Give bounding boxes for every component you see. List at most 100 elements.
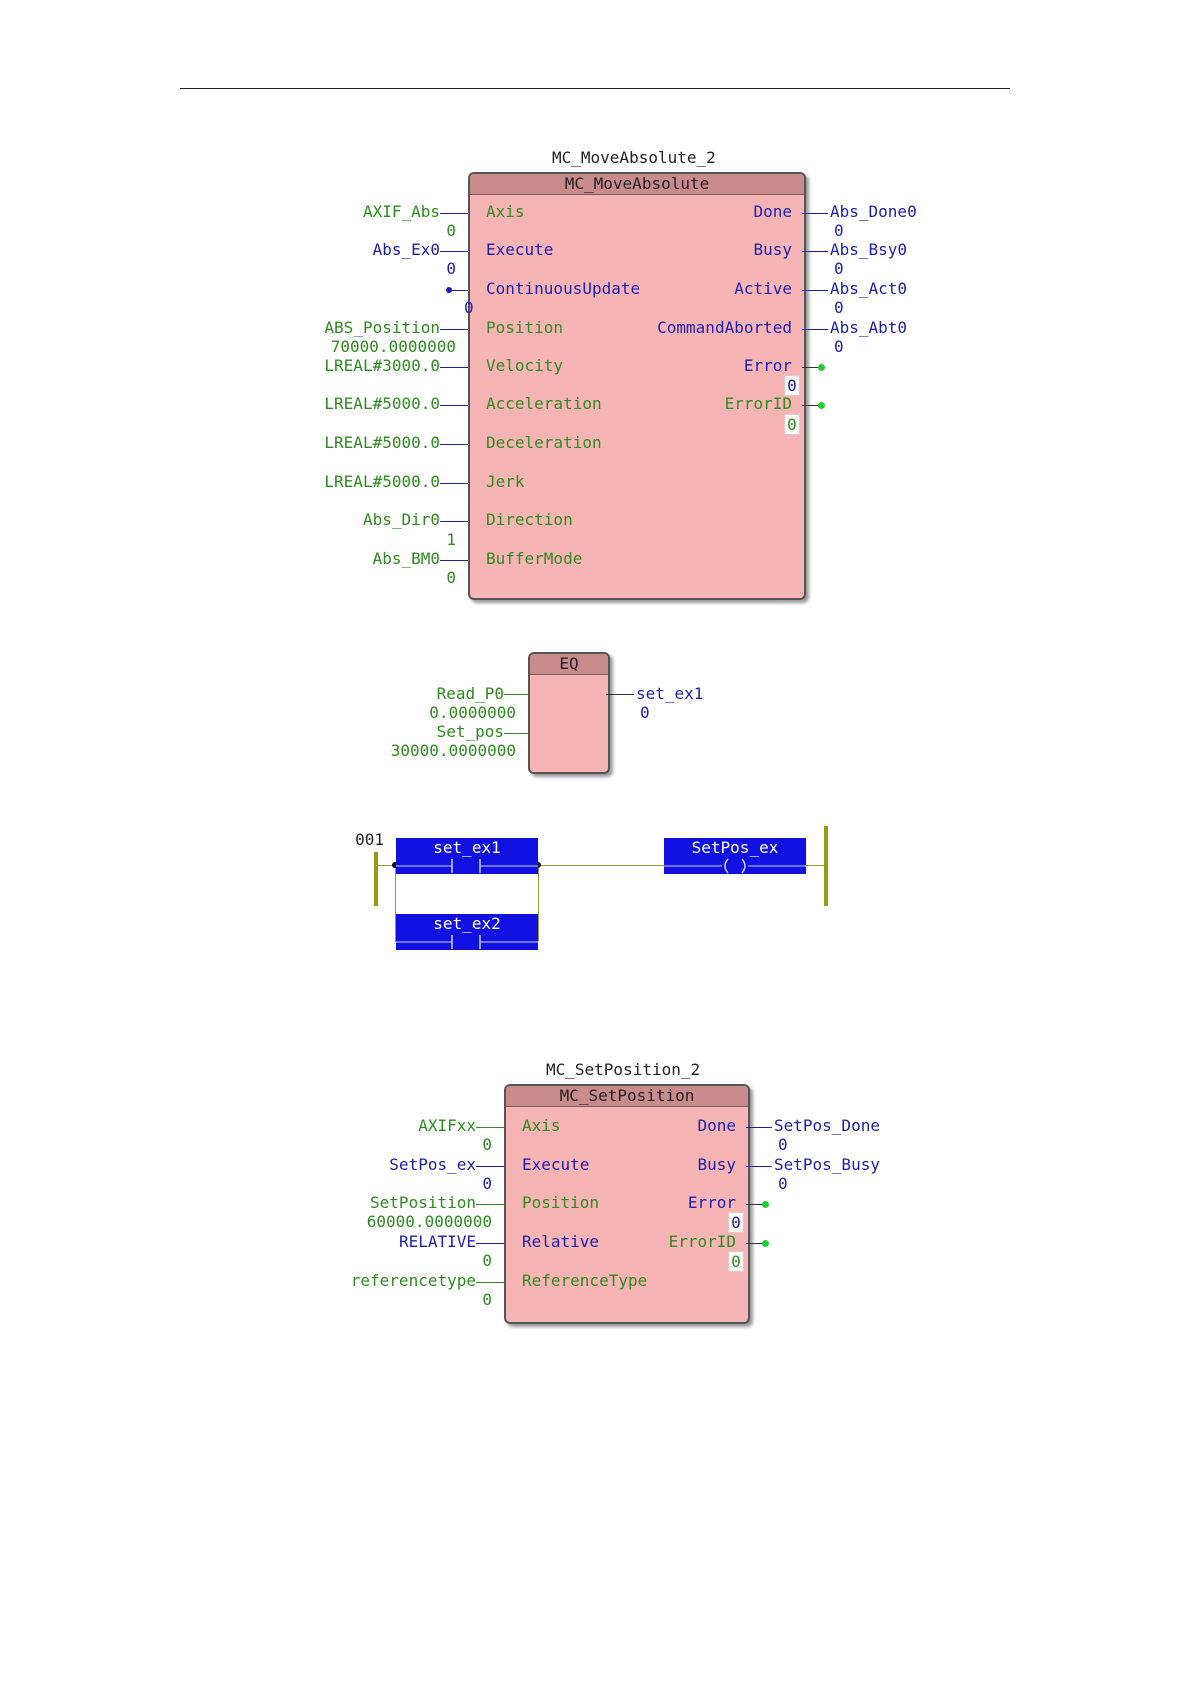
var-abs-dir0[interactable]: Abs_Dir0	[362, 510, 440, 529]
val-set-pos: 30000.0000000	[390, 741, 516, 760]
val-continuous-update: 0	[464, 298, 474, 317]
normally-open-contact-icon	[396, 935, 538, 949]
sp-pin-relative: Relative	[522, 1232, 600, 1251]
sp-val-busy: 0	[778, 1174, 788, 1193]
sp-error-output-node	[762, 1201, 769, 1208]
branch-left-wire	[395, 865, 396, 941]
sp-wire-error-id	[746, 1243, 764, 1244]
left-power-rail	[374, 852, 378, 906]
move-absolute-block[interactable]: MC_MoveAbsolute	[468, 172, 806, 600]
sp-pin-axis: Axis	[522, 1116, 561, 1135]
set-position-instance-name: MC_SetPosition_2	[546, 1060, 701, 1079]
wire-error	[802, 367, 820, 368]
val-buffer-mode: 0	[446, 568, 456, 587]
val-execute: 0	[446, 259, 456, 278]
val-done: 0	[834, 221, 844, 240]
pin-buffer-mode: BufferMode	[486, 549, 583, 568]
coil-setpos-ex-label: SetPos_ex	[691, 838, 779, 857]
wire-position	[440, 329, 468, 330]
page-header-rule	[180, 88, 1010, 89]
sp-pin-busy: Busy	[697, 1155, 736, 1174]
var-abs-ex0[interactable]: Abs_Ex0	[372, 240, 440, 259]
branch-node-left	[392, 862, 398, 868]
normally-open-contact-icon	[396, 859, 538, 873]
val-read-p0: 0.0000000	[429, 703, 516, 722]
sp-wire-done	[746, 1127, 772, 1128]
pin-velocity: Velocity	[486, 356, 564, 375]
sp-wire-error	[746, 1204, 764, 1205]
branch-node-right	[535, 862, 541, 868]
wire-command-aborted	[802, 329, 828, 330]
sp-var-setpos-busy[interactable]: SetPos_Busy	[774, 1155, 880, 1174]
val-command-aborted: 0	[834, 337, 844, 356]
sp-wire-reference-type	[476, 1282, 504, 1283]
sp-var-setpos-ex[interactable]: SetPos_ex	[389, 1155, 476, 1174]
val-busy: 0	[834, 259, 844, 278]
sp-var-setposition[interactable]: SetPosition	[370, 1193, 476, 1212]
val-axis: 0	[446, 221, 456, 240]
wire-active	[802, 290, 828, 291]
var-abs-abt0[interactable]: Abs_Abt0	[830, 318, 908, 337]
pin-axis: Axis	[486, 202, 525, 221]
sp-var-referencetype[interactable]: referencetype	[350, 1271, 476, 1290]
pin-done: Done	[753, 202, 792, 221]
pin-command-aborted: CommandAborted	[657, 318, 792, 337]
sp-pin-error-id: ErrorID	[668, 1232, 736, 1251]
var-abs-position[interactable]: ABS_Position	[324, 318, 440, 337]
wire-execute	[440, 251, 468, 252]
coil-setpos-ex[interactable]: SetPos_ex	[664, 838, 806, 874]
var-jerk-const[interactable]: LREAL#5000.0	[324, 472, 440, 491]
var-read-p0[interactable]: Read_P0	[436, 684, 504, 703]
wire-error-id	[802, 405, 820, 406]
sp-wire-position	[476, 1204, 504, 1205]
val-error-id: 0	[784, 414, 800, 435]
sp-val-execute: 0	[482, 1174, 492, 1193]
sp-var-setpos-done[interactable]: SetPos_Done	[774, 1116, 880, 1135]
wire-eq-in2	[504, 733, 528, 734]
sp-pin-reference-type: ReferenceType	[522, 1271, 648, 1290]
var-abs-bsy0[interactable]: Abs_Bsy0	[830, 240, 908, 259]
var-abs-bm0[interactable]: Abs_BM0	[372, 549, 440, 568]
wire-deceleration	[440, 444, 468, 445]
sp-val-relative: 0	[482, 1251, 492, 1270]
wire-continuous-update	[450, 290, 468, 291]
sp-val-axis: 0	[482, 1135, 492, 1154]
wire-jerk	[440, 483, 468, 484]
eq-block[interactable]: EQ	[528, 652, 610, 774]
var-acceleration-const[interactable]: LREAL#5000.0	[324, 394, 440, 413]
wire-busy	[802, 251, 828, 252]
var-set-pos[interactable]: Set_pos	[436, 722, 504, 741]
val-position: 70000.0000000	[330, 337, 456, 356]
move-absolute-instance-name: MC_MoveAbsolute_2	[552, 148, 716, 167]
coil-icon	[664, 858, 806, 874]
var-abs-done0[interactable]: Abs_Done0	[830, 202, 917, 221]
right-power-rail	[824, 826, 828, 906]
sp-pin-error: Error	[687, 1193, 736, 1212]
contact-set-ex2[interactable]: set_ex2	[396, 914, 538, 950]
pin-deceleration: Deceleration	[486, 433, 602, 452]
var-deceleration-const[interactable]: LREAL#5000.0	[324, 433, 440, 452]
set-position-block[interactable]: MC_SetPosition	[504, 1084, 750, 1324]
pin-error-id: ErrorID	[724, 394, 792, 413]
var-velocity-const[interactable]: LREAL#3000.0	[324, 356, 440, 375]
val-error: 0	[784, 375, 800, 396]
rung-label: 001	[356, 830, 384, 849]
wire-acceleration	[440, 405, 468, 406]
sp-var-relative[interactable]: RELATIVE	[398, 1232, 476, 1251]
error-output-node	[818, 364, 825, 371]
contact-set-ex1[interactable]: set_ex1	[396, 838, 538, 874]
sp-wire-busy	[746, 1166, 772, 1167]
val-eq-out: 0	[640, 703, 650, 722]
var-abs-act0[interactable]: Abs_Act0	[830, 279, 908, 298]
var-axif-abs[interactable]: AXIF_Abs	[362, 202, 440, 221]
pin-jerk: Jerk	[486, 472, 525, 491]
branch-right-wire	[538, 865, 539, 941]
sp-pin-done: Done	[697, 1116, 736, 1135]
val-direction: 1	[446, 530, 456, 549]
var-set-ex1-out[interactable]: set_ex1	[636, 684, 704, 703]
sp-pin-execute: Execute	[522, 1155, 590, 1174]
sp-val-reference-type: 0	[482, 1290, 492, 1309]
sp-var-axifxx[interactable]: AXIFxx	[418, 1116, 476, 1135]
sp-wire-execute	[476, 1166, 504, 1167]
pin-busy: Busy	[753, 240, 792, 259]
